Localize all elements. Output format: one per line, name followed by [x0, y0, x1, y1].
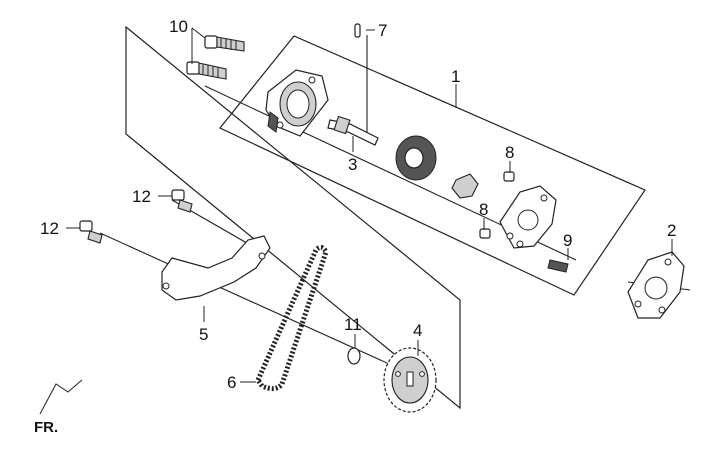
part-12-bolt-lower — [79, 220, 103, 244]
callout-part-3: 3 — [348, 155, 357, 174]
callout-part-5: 5 — [199, 325, 208, 344]
part-10-bolt-lower — [186, 61, 227, 80]
part-4-sprocket — [383, 347, 437, 413]
callout-part-12-lower: 12 — [40, 219, 59, 238]
callout-part-6: 6 — [227, 373, 236, 392]
callout-part-8-upper: 8 — [505, 143, 514, 162]
chain-axis-line — [99, 232, 421, 379]
callout-part-7: 7 — [378, 21, 387, 40]
callout-part-8-lower: 8 — [479, 200, 488, 219]
oil-pump-assembly-frame — [219, 35, 646, 296]
front-marker-label: FR. — [34, 419, 58, 436]
part-3-pump-shaft — [327, 115, 379, 146]
inner-rotor — [451, 173, 479, 199]
part-2-pump-cover — [627, 251, 685, 319]
callout-part-4: 4 — [413, 321, 422, 340]
chain-assembly-frame — [125, 25, 461, 410]
callout-part-9: 9 — [563, 231, 572, 250]
part-11-circlip — [347, 347, 361, 365]
part-6-drive-chain — [255, 244, 329, 392]
callout-part-12-upper: 12 — [132, 187, 151, 206]
leader-c10 — [191, 27, 206, 64]
callout-part-11: 11 — [344, 315, 362, 334]
pump-body — [499, 185, 557, 249]
pump-housing — [265, 69, 329, 137]
callout-part-10: 10 — [169, 17, 188, 36]
part-8-dowel-upper — [503, 171, 515, 182]
callout-part-1: 1 — [451, 67, 460, 86]
part-9-screw — [547, 259, 569, 273]
part-7-pin — [354, 23, 361, 38]
outer-rotor — [395, 135, 437, 181]
part-8-dowel-lower — [479, 228, 491, 239]
part-12-bolt-upper — [171, 189, 193, 213]
front-direction-marker — [39, 379, 83, 415]
callout-part-2: 2 — [667, 221, 676, 240]
part-10-bolt-upper — [204, 35, 245, 52]
part-5-chain-guide-plate — [161, 235, 271, 301]
